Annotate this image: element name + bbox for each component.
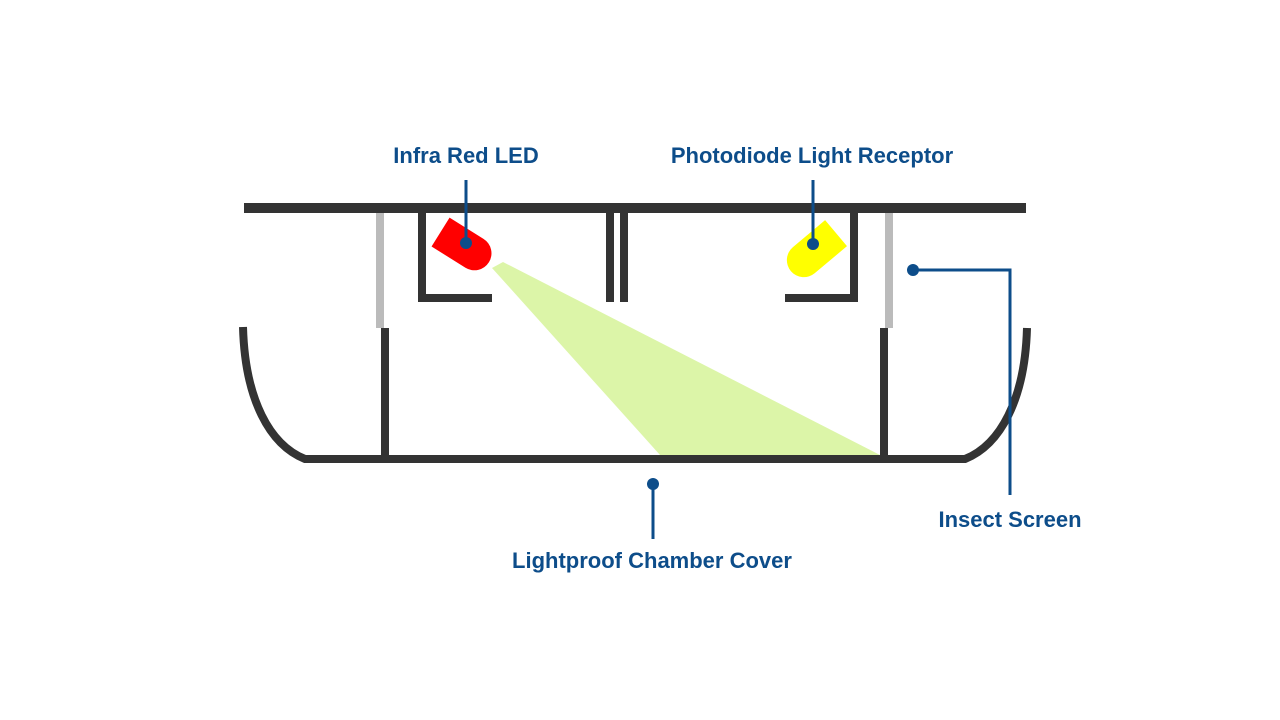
label-chamber-cover: Lightproof Chamber Cover [512, 548, 792, 573]
insect-screen-right [885, 213, 893, 328]
top-bar [244, 203, 1026, 213]
led-housing-bottom [418, 294, 492, 302]
led-housing-side [418, 210, 426, 302]
callout-photodiode [807, 180, 819, 250]
callout-led [460, 180, 472, 249]
label-insect-screen: Insect Screen [938, 507, 1081, 532]
label-photodiode: Photodiode Light Receptor [671, 143, 954, 168]
callout-dot-led [460, 237, 472, 249]
callout-dot-insect-screen [907, 264, 919, 276]
photodiode-housing-side [850, 210, 858, 302]
callout-insect-screen [907, 264, 1012, 495]
photodiode [786, 220, 847, 278]
chamber-cover [239, 326, 1031, 463]
label-infrared-led: Infra Red LED [393, 143, 538, 168]
center-baffle-left [606, 210, 614, 302]
insect-screen-left [376, 213, 384, 328]
infrared-light-beam [492, 262, 880, 455]
inner-wall-right [880, 328, 888, 460]
inner-wall-left [381, 328, 389, 460]
center-baffle-right [620, 210, 628, 302]
callout-dot-photodiode [807, 238, 819, 250]
photodiode-housing-bottom [785, 294, 858, 302]
callout-dot-cover [647, 478, 659, 490]
callout-cover [647, 478, 659, 539]
